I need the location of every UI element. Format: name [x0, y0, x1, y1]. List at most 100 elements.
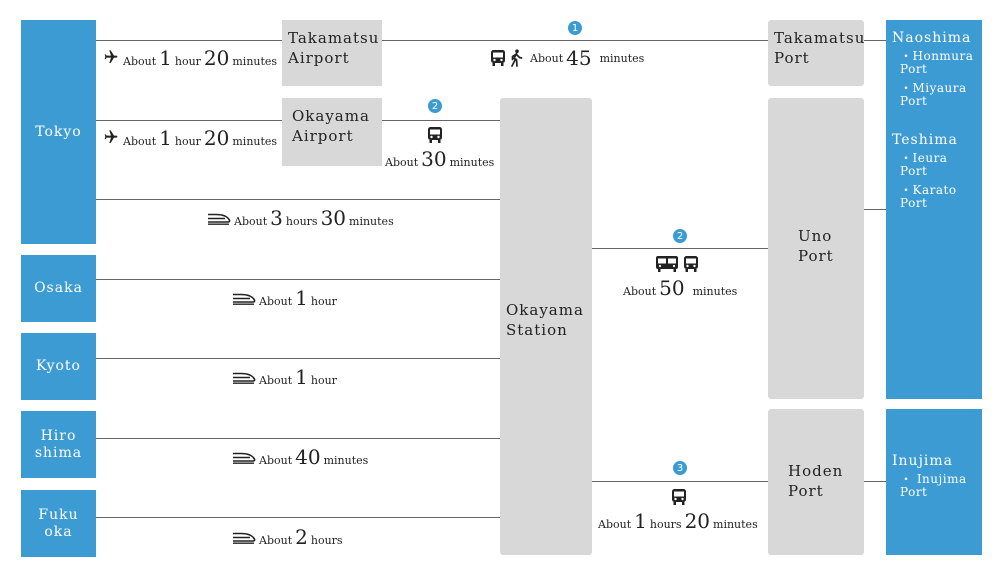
route-unit: minutes — [599, 51, 645, 65]
port-inujima: ・ Inujima Port — [900, 472, 967, 499]
route-tokyo-takamatsu: About 1 hour 20 minutes — [100, 46, 277, 70]
line-takamatsu-port-naoshima — [864, 40, 886, 41]
hub-uno-port: Uno Port — [768, 98, 864, 399]
route-unit: minutes — [323, 454, 369, 467]
island-inujima: Inujima ・ Inujima Port — [886, 409, 982, 555]
port-honmura: ・Honmura Port — [900, 49, 974, 76]
route-station-uno: About 50 minutes — [623, 276, 737, 300]
line-takamatsu-airport-port — [382, 40, 768, 41]
line-tokyo-station — [96, 199, 500, 200]
route-okayama-airport-station: About 30 minutes — [385, 147, 494, 171]
route-hiroshima-station: About 40 minutes — [232, 445, 368, 469]
route-badge: 1 — [568, 21, 582, 35]
hub-okayama-station: Okayama Station — [500, 98, 592, 555]
city-hiroshima: Hiro shima — [21, 411, 96, 478]
route-badge: 2 — [428, 99, 442, 113]
bus-icon — [428, 127, 442, 143]
route-unit: hour — [174, 55, 201, 68]
bus-icon — [491, 50, 505, 66]
route-unit: minutes — [232, 55, 278, 68]
route-station-hoden: About 1 hours 20 minutes — [598, 509, 758, 533]
route-pre: About — [530, 51, 564, 65]
bus-icon — [684, 256, 698, 272]
airplane-icon — [104, 130, 118, 143]
route-num: 2 — [295, 525, 308, 549]
route-pre: About — [385, 156, 419, 169]
route-unit: minutes — [713, 518, 758, 531]
route-pre: About — [623, 285, 657, 298]
hub-uno-port-label: Uno Port — [798, 227, 834, 265]
island-inujima-name: Inujima — [892, 453, 954, 469]
route-unit: minutes — [232, 135, 278, 148]
route-osaka-station: About 1 hour — [232, 286, 337, 310]
hub-hoden-port: Hoden Port — [768, 409, 864, 555]
line-hoden-inujima — [864, 481, 886, 482]
route-pre: About — [259, 374, 293, 387]
route-pre: About — [598, 518, 632, 531]
island-naoshima-teshima: Naoshima ・Honmura Port ・Miyaura Port Tes… — [886, 20, 982, 399]
train-icon — [656, 256, 678, 272]
shinkansen-icon — [233, 532, 256, 544]
city-osaka: Osaka — [21, 255, 96, 322]
route-tokyo-station: About 3 hours 30 minutes — [207, 206, 394, 230]
route-badge: 3 — [673, 461, 687, 475]
route-num: 30 — [320, 206, 347, 230]
line-station-hoden — [592, 481, 768, 482]
line-tokyo-okayama-airport — [96, 120, 282, 121]
line-hiroshima-station — [96, 438, 500, 439]
train-bus-icons — [655, 255, 699, 273]
route-takamatsu-airport-port: About 45 minutes — [490, 46, 644, 70]
route-pre: About — [123, 135, 157, 148]
route-num: 1 — [295, 286, 308, 310]
route-kyoto-station: About 1 hour — [232, 365, 337, 389]
route-tokyo-okayama: About 1 hour 20 minutes — [100, 126, 277, 150]
line-uno-islands — [864, 209, 886, 210]
route-num: 3 — [270, 206, 283, 230]
route-num: 20 — [203, 126, 230, 150]
route-unit: hour — [174, 135, 201, 148]
line-osaka-station — [96, 279, 500, 280]
shinkansen-icon — [208, 213, 231, 225]
route-num: 1 — [159, 126, 172, 150]
shinkansen-icon — [233, 372, 256, 384]
route-num: 30 — [421, 147, 447, 171]
route-num: 20 — [684, 509, 711, 533]
route-pre: About — [259, 534, 293, 547]
route-unit: hours — [285, 215, 318, 228]
port-ieura: ・Ieura Port — [900, 151, 948, 178]
port-karato: ・Karato Port — [900, 183, 957, 210]
route-badge: 2 — [673, 229, 687, 243]
route-unit: hours — [649, 518, 682, 531]
route-pre: About — [259, 295, 293, 308]
hub-okayama-station-label: Okayama Station — [506, 301, 584, 339]
line-station-uno — [592, 248, 768, 249]
city-tokyo: Tokyo — [21, 20, 96, 244]
route-num: 1 — [159, 46, 172, 70]
route-unit: hour — [310, 374, 337, 387]
route-pre: About — [234, 215, 268, 228]
walking-icon — [511, 49, 523, 67]
route-num: 45 — [566, 46, 592, 70]
hub-takamatsu-port: Takamatsu Port — [768, 20, 864, 86]
route-unit: hour — [310, 295, 337, 308]
route-num: 40 — [295, 445, 321, 469]
shinkansen-icon — [233, 293, 256, 305]
route-pre: About — [259, 454, 293, 467]
route-pre: About — [123, 55, 157, 68]
hub-okayama-airport: Okayama Airport — [282, 98, 382, 166]
shinkansen-icon — [233, 452, 256, 464]
route-num: 1 — [634, 509, 647, 533]
route-num: 1 — [295, 365, 308, 389]
route-num: 20 — [203, 46, 230, 70]
city-fukuoka: Fuku oka — [21, 490, 96, 557]
island-naoshima-name: Naoshima — [892, 30, 972, 46]
bus-icon — [672, 489, 686, 505]
route-unit: minutes — [449, 156, 495, 169]
route-fukuoka-station: About 2 hours — [232, 525, 343, 549]
airplane-icon — [104, 50, 118, 63]
island-teshima-name: Teshima — [892, 132, 958, 148]
line-kyoto-station — [96, 358, 500, 359]
hub-takamatsu-airport: Takamatsu Airport — [282, 20, 382, 86]
route-unit: minutes — [692, 285, 738, 298]
route-unit: minutes — [349, 215, 394, 228]
